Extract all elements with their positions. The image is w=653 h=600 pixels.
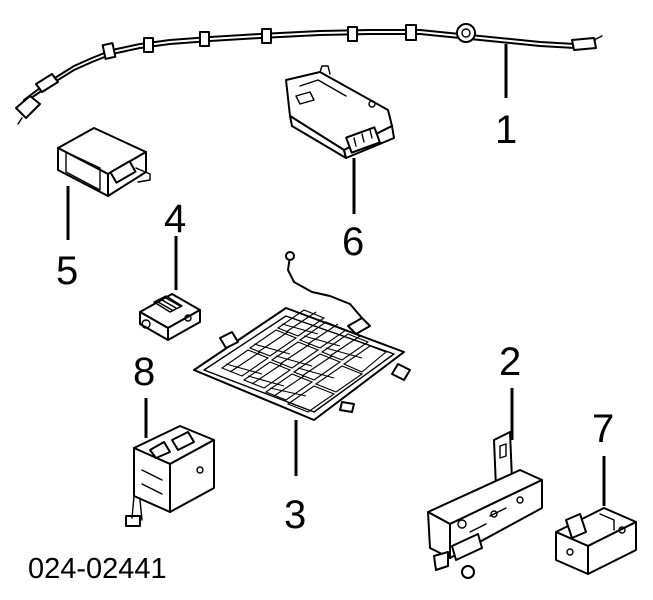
callout-1: 1 [495, 108, 517, 152]
part-7-switch-sensor [555, 507, 637, 575]
callout-7: 7 [592, 407, 614, 451]
callout-6: 6 [342, 220, 364, 264]
callout-2: 2 [499, 340, 521, 384]
callout-5: 5 [56, 249, 78, 293]
callout-3: 3 [284, 493, 306, 537]
part-6-control-unit [285, 65, 395, 159]
part-2-bracket-sensor [427, 431, 543, 579]
part-3-seat-sensor-mat [193, 251, 411, 421]
callout-4: 4 [164, 197, 186, 241]
part-5-sensor-module [57, 127, 151, 197]
part-4-small-sensor [139, 293, 201, 341]
part-1-wire-harness [15, 23, 603, 125]
callout-8: 8 [133, 350, 155, 394]
part-code-label: 024-02441 [28, 553, 167, 585]
part-8-connector-module [125, 425, 215, 527]
